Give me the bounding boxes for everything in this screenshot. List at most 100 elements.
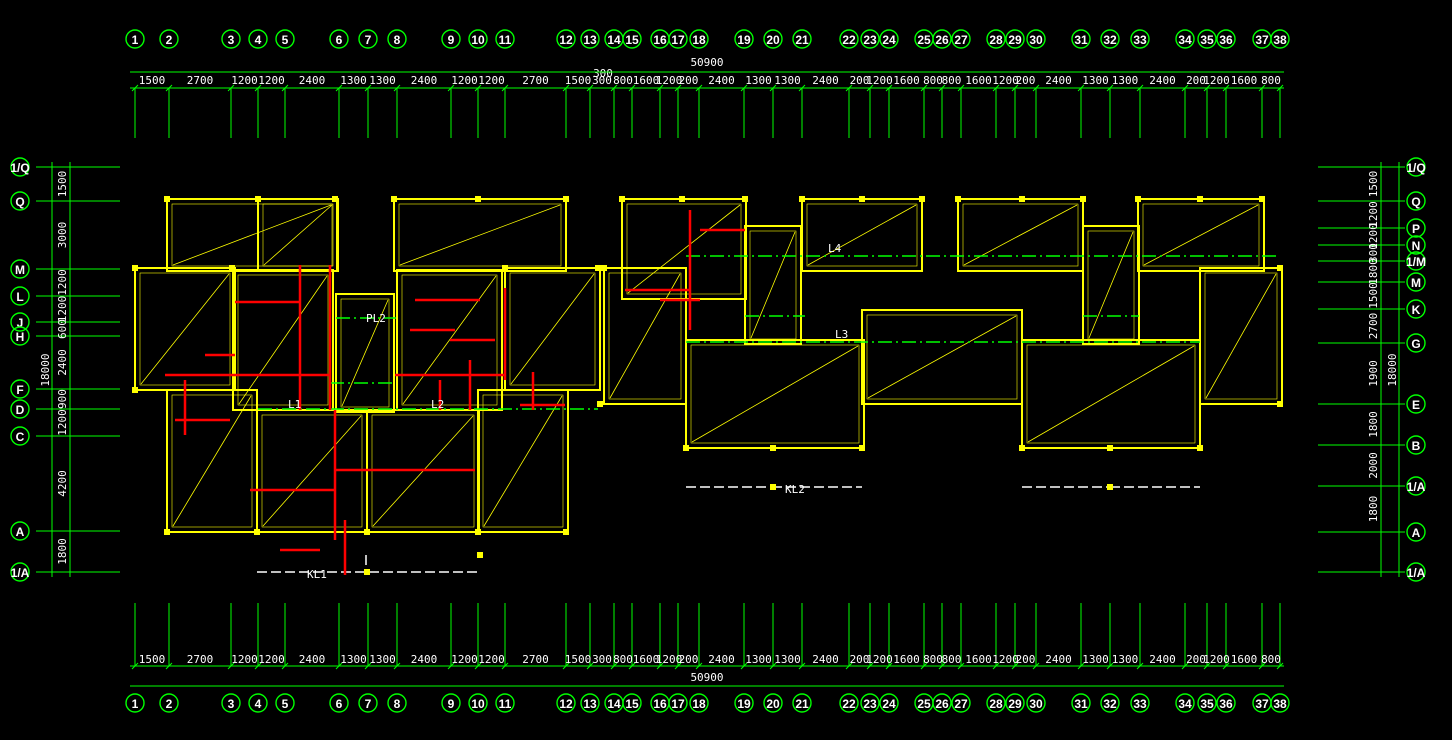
axis-bubble-top-19 [734,29,754,49]
axis-label-bottom-24: 24 [882,697,896,711]
axis-bubble-top-11 [495,29,515,49]
column-33 [770,445,776,451]
axis-label-bottom-25: 25 [917,697,931,711]
axis-bubble-top-32 [1100,29,1120,49]
axis-label-top-19: 19 [737,33,751,47]
beam-label-L2: L2 [431,398,444,411]
axis-label-bottom-15: 15 [625,697,639,711]
left-dimension-7: 1200 [56,409,69,436]
slab-diagonal-4 [510,273,595,385]
axis-label-left-1/Q: 1/Q [10,161,29,175]
slab-inner-20 [340,298,390,408]
top-dimension-5: 1300 [340,74,367,87]
top-dimension-7: 2400 [411,74,438,87]
axis-bubble-bottom-11 [495,693,515,713]
column-18 [132,265,138,271]
slab-diagonal-11 [691,345,859,443]
axis-label-right-Q: Q [1411,195,1420,209]
beam-label-KL2: KL2 [785,483,805,496]
axis-bubble-bottom-1 [125,693,145,713]
axis-bubble-top-38 [1270,29,1290,49]
axis-bubble-top-12 [556,29,576,49]
axis-label-top-36: 36 [1219,33,1233,47]
top-dimension-12: 300 [592,74,612,87]
axis-bubble-bottom-22 [839,693,859,713]
slab-diagonal-22 [402,275,497,405]
slab-inner-17 [1204,272,1278,400]
axis-label-bottom-33: 33 [1133,697,1147,711]
axis-label-top-35: 35 [1200,33,1214,47]
column-3 [391,196,397,202]
top-dimension-31: 1300 [1112,74,1139,87]
top-dimension-34: 1200 [1203,74,1230,87]
top-dimension-35: 1600 [1231,74,1258,87]
bottom-dimension-4: 2400 [299,653,326,666]
axis-label-bottom-19: 19 [737,697,751,711]
column-16 [1197,196,1203,202]
axis-label-top-32: 32 [1103,33,1117,47]
column-37 [1197,445,1203,451]
slab-inner-22 [401,274,498,406]
axis-bubble-bottom-34 [1175,693,1195,713]
top-dimension-16: 200 [679,74,699,87]
axis-label-bottom-7: 7 [365,697,372,711]
axis-bubble-top-36 [1216,29,1236,49]
axis-bubble-right-1/Q [1406,157,1426,177]
bottom-dimension-12: 300 [592,653,612,666]
column-23 [1277,265,1283,271]
axis-label-top-25: 25 [917,33,931,47]
axis-bubbles: 1122334455667788991010111112121313141415… [10,29,1426,713]
right-total-dimension: 18000 [1386,353,1399,386]
axis-label-left-D: D [16,403,25,417]
top-dimension-3: 1200 [258,74,285,87]
right-dimension-6: 2700 [1367,313,1380,340]
bottom-dimension-19: 1300 [774,653,801,666]
axis-label-top-3: 3 [228,33,235,47]
axis-bubble-top-3 [221,29,241,49]
column-17 [1259,196,1265,202]
column-13 [1019,196,1025,202]
axis-bubble-right-P [1406,218,1426,238]
axis-bubble-bottom-7 [358,693,378,713]
slab-inner-0 [171,203,333,267]
axis-label-bottom-9: 9 [448,697,455,711]
wall-outline-19 [1082,225,1140,345]
axis-label-right-1/A: 1/A [1407,566,1426,580]
left-dimension-4: 600 [56,319,69,339]
slab-inner-2 [398,203,562,267]
axis-label-top-15: 15 [625,33,639,47]
slab-inner-9 [626,203,742,295]
grid-lines [36,84,1405,670]
axis-label-right-P: P [1412,222,1420,236]
bottom-dimension-32: 2400 [1149,653,1176,666]
bottom-dimension-21: 200 [850,653,870,666]
axis-label-right-M: M [1411,276,1421,290]
left-dimension-8: 4200 [56,470,69,497]
axis-label-left-1/A: 1/A [11,566,30,580]
column-20 [502,265,508,271]
top-dimension-1: 2700 [187,74,214,87]
axis-bubble-bottom-20 [763,693,783,713]
axis-bubble-bottom-5 [275,693,295,713]
axis-bubble-top-24 [879,29,899,49]
top-dimension-15: 1200 [656,74,683,87]
axis-label-top-37: 37 [1255,33,1269,47]
building-outline [134,198,1283,573]
left-total-dimension: 18000 [39,353,52,386]
axis-label-left-F: F [16,383,23,397]
column-35 [1019,445,1025,451]
axis-label-bottom-3: 3 [228,697,235,711]
column-22 [601,265,607,271]
left-dimension-3: 1200 [56,296,69,323]
column-28 [254,529,260,535]
top-dimension-17: 2400 [708,74,735,87]
axis-bubble-left-L [10,286,30,306]
slab-diagonal-12 [807,204,917,266]
axis-label-bottom-36: 36 [1219,697,1233,711]
axis-bubble-left-J [10,312,30,332]
right-dimension-8: 1800 [1367,411,1380,438]
column-30 [475,529,481,535]
axis-label-top-9: 9 [448,33,455,47]
slab-inner-14 [962,203,1079,267]
